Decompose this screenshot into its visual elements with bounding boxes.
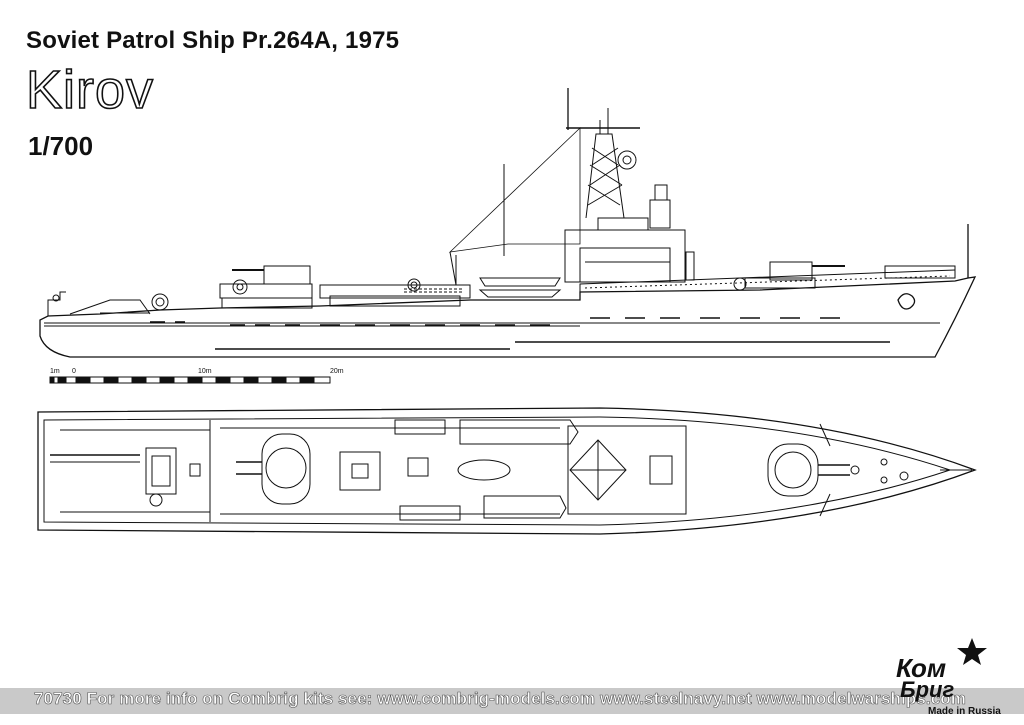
logo-line-1: Ком — [896, 653, 947, 683]
top-view — [37, 407, 977, 535]
footer-bar — [0, 688, 1024, 714]
combrig-logo: Ком Бриг — [896, 637, 992, 701]
scale-label-10m: 10m — [198, 368, 212, 375]
star-icon — [957, 638, 987, 665]
scale-label-1m: 1m — [50, 368, 60, 375]
scale-bar — [49, 376, 331, 384]
side-profile — [39, 88, 977, 358]
logo-line-2: Бриг — [900, 677, 955, 702]
ship-name: Kirov — [25, 60, 155, 120]
scale-label-20m: 20m — [330, 368, 344, 375]
made-in-label: Made in Russia — [928, 706, 1001, 717]
scale-ratio: 1/700 — [28, 131, 94, 161]
scale-label-0: 0 — [72, 368, 76, 375]
sheet-title: Soviet Patrol Ship Pr.264A, 1975 — [26, 27, 400, 54]
footer-text: 70730 For more info on Combrig kits see:… — [34, 689, 966, 709]
